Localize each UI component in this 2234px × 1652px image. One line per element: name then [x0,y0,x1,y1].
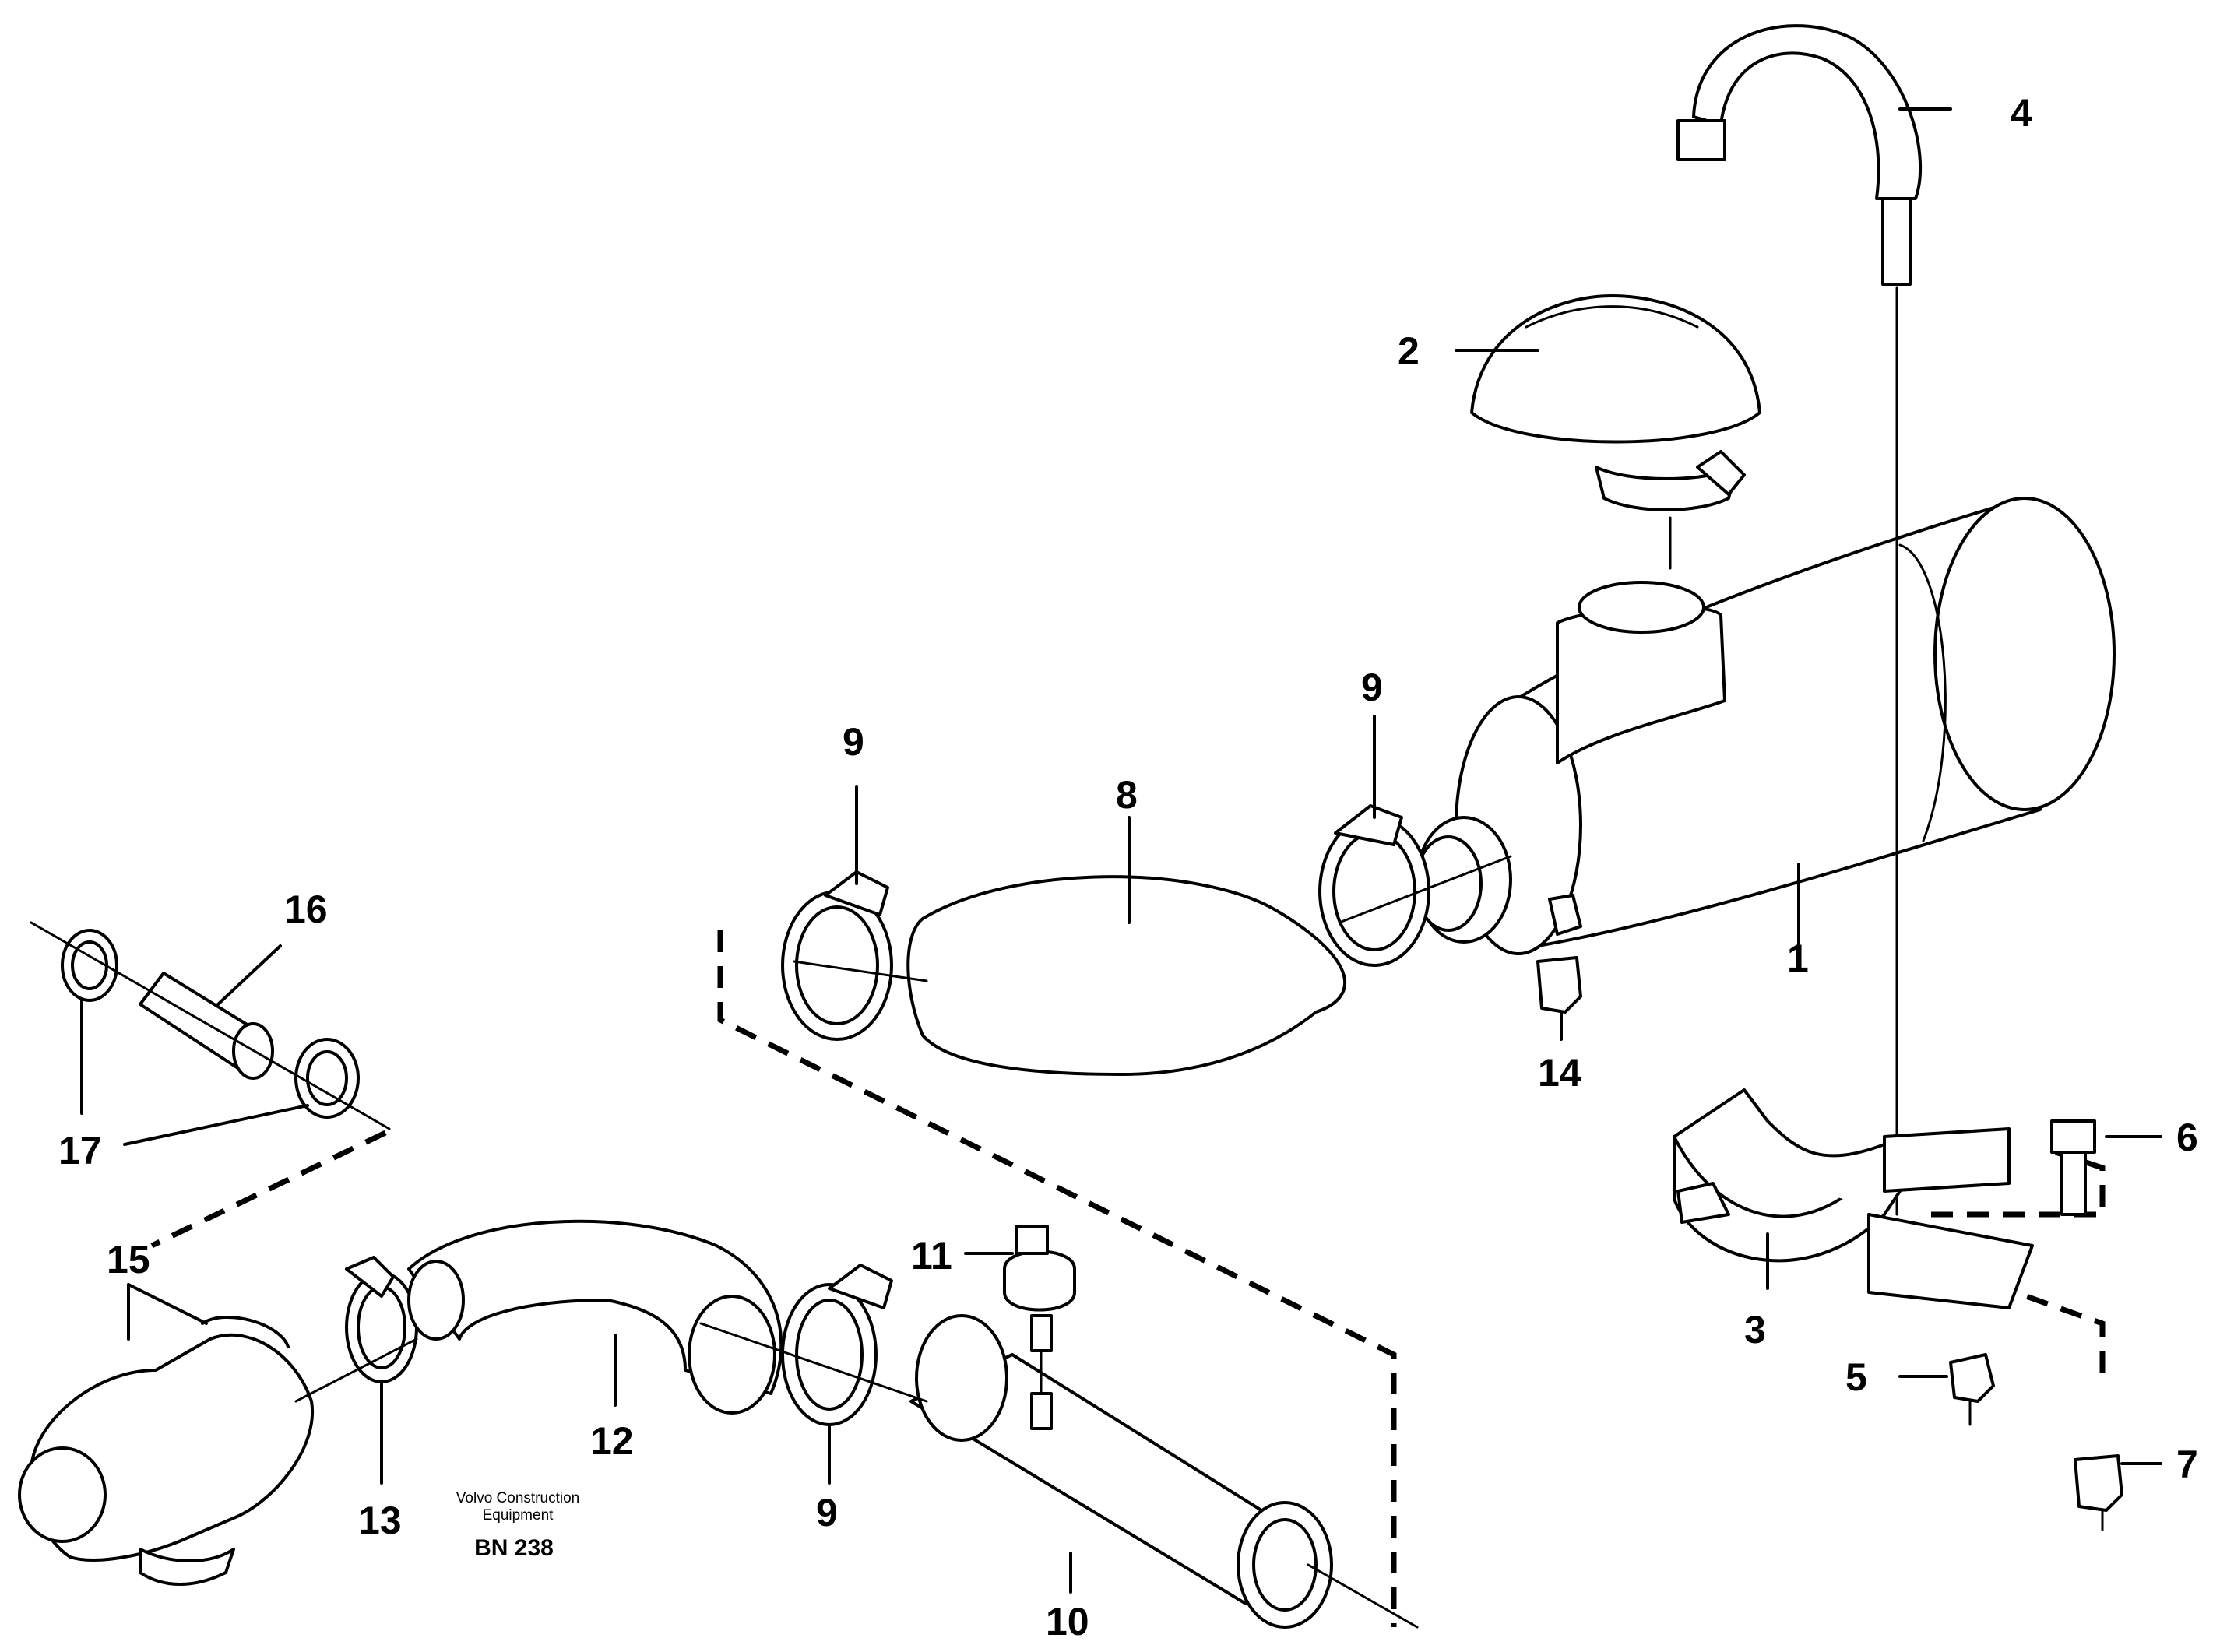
callout-9-lower: 9 [816,1491,838,1534]
callout-7: 7 [2176,1443,2198,1486]
brand-line-1: Volvo Construction [456,1490,579,1506]
pipe-straight [909,1314,1333,1629]
callout-9-upper-right: 9 [1361,666,1383,709]
callout-4: 4 [2011,91,2032,135]
bracket [1673,1088,2034,1309]
fasteners [1536,956,2123,1512]
assembly-guides [150,930,2106,1627]
air-cleaner-housing [1414,497,2116,955]
callout-12: 12 [590,1419,634,1463]
callout-13: 13 [358,1499,402,1542]
callout-14: 14 [1538,1051,1581,1095]
brand-line-2: Equipment [483,1507,554,1524]
hose-elbow-lower [407,1219,783,1415]
axis-lines [30,855,2104,1629]
strap-band [1676,24,1923,1216]
drawing-code: BN 238 [474,1535,554,1561]
callout-1: 1 [1787,937,1809,980]
callout-6: 6 [2176,1116,2198,1159]
callout-10: 10 [1046,1600,1089,1643]
turbo-inlet [18,1316,315,1586]
short-tube [139,972,274,1080]
callout-15: 15 [107,1238,150,1281]
callout-labels: 1 2 3 4 5 6 7 8 9 9 9 10 11 12 13 14 15 … [58,91,2198,1643]
callout-8: 8 [1116,773,1138,817]
callout-5: 5 [1845,1355,1867,1399]
footer-branding: Volvo Construction Equipment BN 238 [456,1490,579,1561]
callout-3: 3 [1744,1308,1766,1351]
callout-16: 16 [284,888,328,931]
callout-17: 17 [58,1129,102,1172]
callout-11: 11 [911,1234,952,1278]
callout-9-upper-left: 9 [843,720,864,764]
rain-cap [1470,294,1761,570]
hose-clamps [61,804,1430,1426]
callout-2: 2 [1398,329,1420,373]
leader-lines [80,107,2162,1594]
hose-bend-upper [906,875,1346,1076]
pressure-sensor [1003,1225,1076,1430]
